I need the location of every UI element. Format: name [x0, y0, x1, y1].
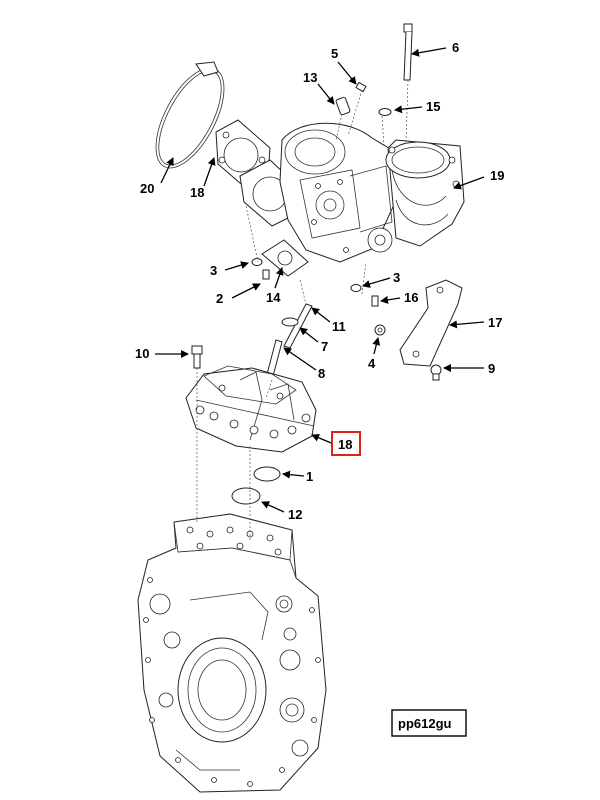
turbocharger-assembly	[239, 122, 399, 263]
callout-15: 15	[426, 99, 440, 114]
sleeve-13-part	[335, 96, 351, 116]
callout-11: 11	[332, 319, 346, 334]
engine-front-housing	[137, 513, 327, 793]
bolt-9-part	[430, 364, 442, 381]
callout-4: 4	[368, 356, 376, 371]
callout-7: 7	[321, 339, 328, 354]
callout-1: 1	[306, 469, 313, 484]
support-bracket-17-part	[399, 279, 463, 367]
callout-6: 6	[452, 40, 459, 55]
figure-code-box: pp612gu	[391, 709, 467, 737]
highlighted-callout-18[interactable]: 18	[331, 431, 361, 456]
stud-16-part	[371, 295, 379, 307]
callout-18: 18	[338, 437, 352, 452]
callout-8: 8	[318, 366, 325, 381]
bolt-10-part	[191, 345, 203, 369]
seal-ring-7-part	[281, 317, 299, 327]
highlight-box	[331, 431, 361, 456]
callout-14: 14	[266, 290, 281, 305]
callout-21: 20	[140, 181, 154, 196]
stud-2-part	[262, 269, 270, 280]
callout-16: 16	[404, 290, 418, 305]
turbo-mounting-bracket-18-part	[185, 365, 317, 453]
callout-20: 19	[490, 168, 504, 183]
callout-9: 9	[488, 361, 495, 376]
callout-3-right: 3	[393, 270, 400, 285]
o-ring-12-part	[231, 487, 261, 505]
exhaust-outlet-flange-part	[385, 139, 465, 247]
figure-code-frame	[391, 709, 467, 737]
nut-3-right-part	[350, 284, 362, 292]
washer-15-part	[378, 108, 392, 116]
callout-3-left: 3	[210, 263, 217, 278]
v-band-clamp-part	[155, 61, 225, 169]
figure-code-label: pp612gu	[398, 716, 452, 731]
long-bolt-part	[403, 23, 413, 81]
o-ring-1-part	[253, 466, 281, 482]
callout-5: 5	[331, 46, 338, 61]
nut-3-left-part	[251, 258, 263, 266]
callout-12: 12	[288, 507, 302, 522]
callout-labels: 20 18 19 6 5 13 15 3 2 14 3 16 4 17 9 11…	[135, 40, 504, 522]
callout-17: 17	[488, 315, 502, 330]
alignment-lines	[196, 79, 409, 540]
plug-5-part	[355, 81, 367, 93]
leader-lines	[155, 47, 485, 513]
callout-19: 18	[190, 185, 204, 200]
callout-10: 10	[135, 346, 149, 361]
callout-2: 2	[216, 291, 223, 306]
callout-13: 13	[303, 70, 317, 85]
nut-4-part	[374, 324, 386, 336]
